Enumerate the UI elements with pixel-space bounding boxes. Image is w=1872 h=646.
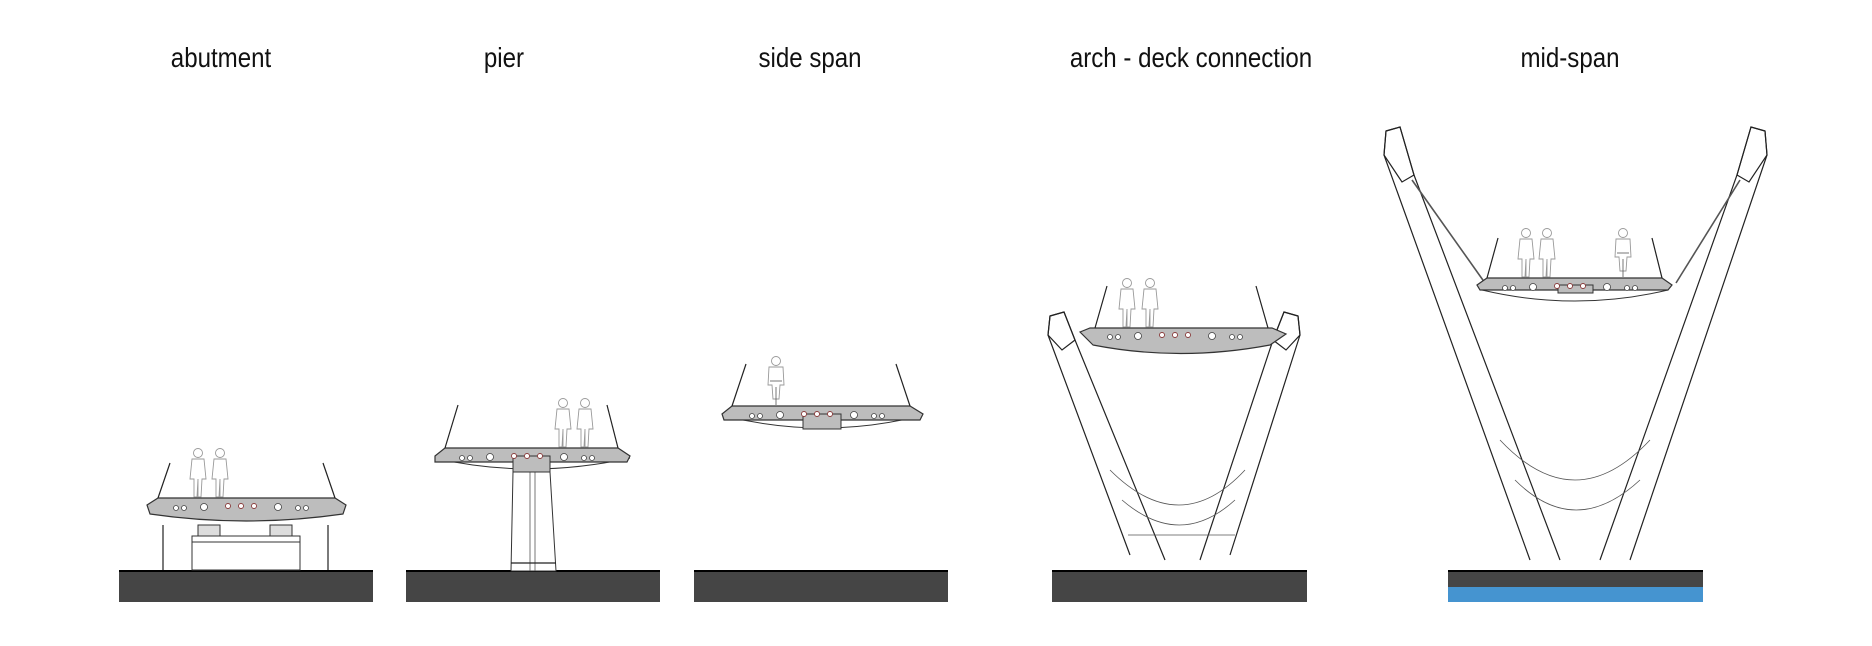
section-label-pier: pier (483, 42, 525, 73)
ground-abutment (119, 570, 373, 602)
water (1448, 587, 1703, 602)
arch-deck-connection-section (1047, 278, 1301, 561)
ground-arch-deck (1052, 570, 1307, 602)
ground-pier (406, 570, 660, 602)
side-span-section (721, 356, 924, 430)
suspension-cable-left (1411, 179, 1486, 284)
abutment-section (146, 448, 347, 571)
mid-span-section (1383, 126, 1768, 561)
section-label-mid-span: mid-span (1520, 42, 1620, 73)
pier-section (434, 398, 631, 572)
section-label-side-span: side span (758, 42, 862, 73)
ground-mid-span-with-water (1448, 570, 1703, 602)
section-label-abutment: abutment (170, 42, 272, 73)
section-label-arch-deck-connection: arch - deck connection (1069, 42, 1313, 73)
ground-side-span (694, 570, 948, 602)
suspension-cable-right (1675, 179, 1741, 284)
